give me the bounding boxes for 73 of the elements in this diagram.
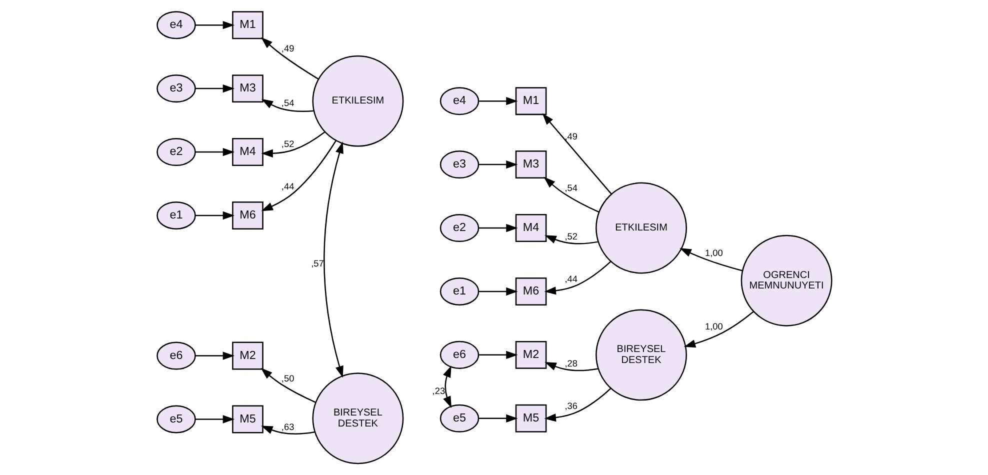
edge-label: ,44	[280, 181, 294, 192]
node-ellipse: e6	[156, 342, 196, 370]
node-box: M2	[232, 342, 263, 370]
node-ellipse: e3	[156, 74, 196, 103]
arrow	[683, 311, 754, 348]
arrow	[478, 350, 518, 360]
node-ellipse: e4	[156, 11, 196, 40]
node-box: M5	[232, 405, 263, 434]
edge-label: ,54	[564, 183, 578, 194]
arrow	[442, 366, 452, 408]
node-circle: OGRENCI MEMNUNUYETI	[740, 234, 832, 326]
arrow	[544, 362, 598, 372]
node-circle: ETKILESIM	[595, 182, 686, 274]
arrow	[478, 287, 518, 296]
arrow	[194, 211, 234, 220]
edge-label: 1,00	[704, 322, 722, 332]
arrow	[260, 98, 314, 112]
arrow	[260, 37, 318, 80]
arrow	[544, 388, 611, 422]
edge-label: ,49	[564, 131, 578, 142]
node-circle: BIREYSEL DESTEK	[595, 309, 686, 401]
node-circle: ETKILESIM	[312, 55, 404, 147]
arrow	[544, 261, 611, 295]
node-box: M3	[514, 150, 546, 179]
edge-label: ,52	[280, 138, 294, 149]
node-box: M2	[514, 340, 546, 369]
node-box: M3	[232, 74, 263, 103]
node-box: M6	[514, 277, 546, 306]
node-box: M6	[232, 202, 263, 230]
edge-label: ,36	[564, 401, 578, 412]
arrow	[478, 414, 518, 422]
edge-label: ,28	[564, 358, 578, 368]
edge-label: ,57	[310, 258, 324, 269]
arrow	[544, 235, 598, 244]
node-ellipse: e3	[439, 150, 479, 179]
node-circle: BIREYSEL DESTEK	[312, 372, 404, 464]
edge-label: ,54	[280, 98, 294, 108]
arrow	[478, 224, 518, 232]
edge-label: ,44	[564, 274, 578, 284]
arrow	[260, 426, 314, 435]
arrow	[543, 176, 599, 213]
node-ellipse: e2	[439, 214, 479, 242]
arrow	[194, 20, 234, 30]
node-ellipse: e5	[156, 405, 196, 434]
arrow	[194, 84, 234, 93]
edge-label: ,50	[280, 373, 294, 384]
node-box: M1	[514, 87, 546, 116]
node-box: M4	[232, 138, 263, 166]
arrow	[194, 148, 234, 156]
node-box: M5	[514, 404, 546, 432]
edge-label: ,49	[280, 44, 294, 54]
arrow	[194, 415, 234, 424]
node-ellipse: e5	[439, 404, 479, 432]
node-box: M1	[232, 11, 263, 40]
edge-label: ,52	[564, 232, 578, 242]
edge-label: 1,00	[704, 248, 722, 258]
arrow	[194, 352, 234, 360]
node-box: M4	[514, 214, 546, 242]
arrow	[679, 248, 742, 272]
node-ellipse: e1	[156, 201, 196, 230]
arrow	[260, 131, 325, 158]
node-ellipse: e1	[439, 277, 479, 306]
node-ellipse: e2	[156, 138, 196, 166]
arrow	[478, 160, 518, 169]
arrow	[478, 96, 518, 106]
node-ellipse: e4	[439, 87, 479, 116]
arrow	[260, 368, 316, 403]
arrow	[323, 142, 343, 378]
arrow	[260, 140, 336, 212]
arrow	[542, 113, 612, 194]
edge-label: ,63	[280, 422, 294, 432]
node-ellipse: e6	[439, 340, 479, 369]
edge-label: ,23	[432, 386, 445, 396]
